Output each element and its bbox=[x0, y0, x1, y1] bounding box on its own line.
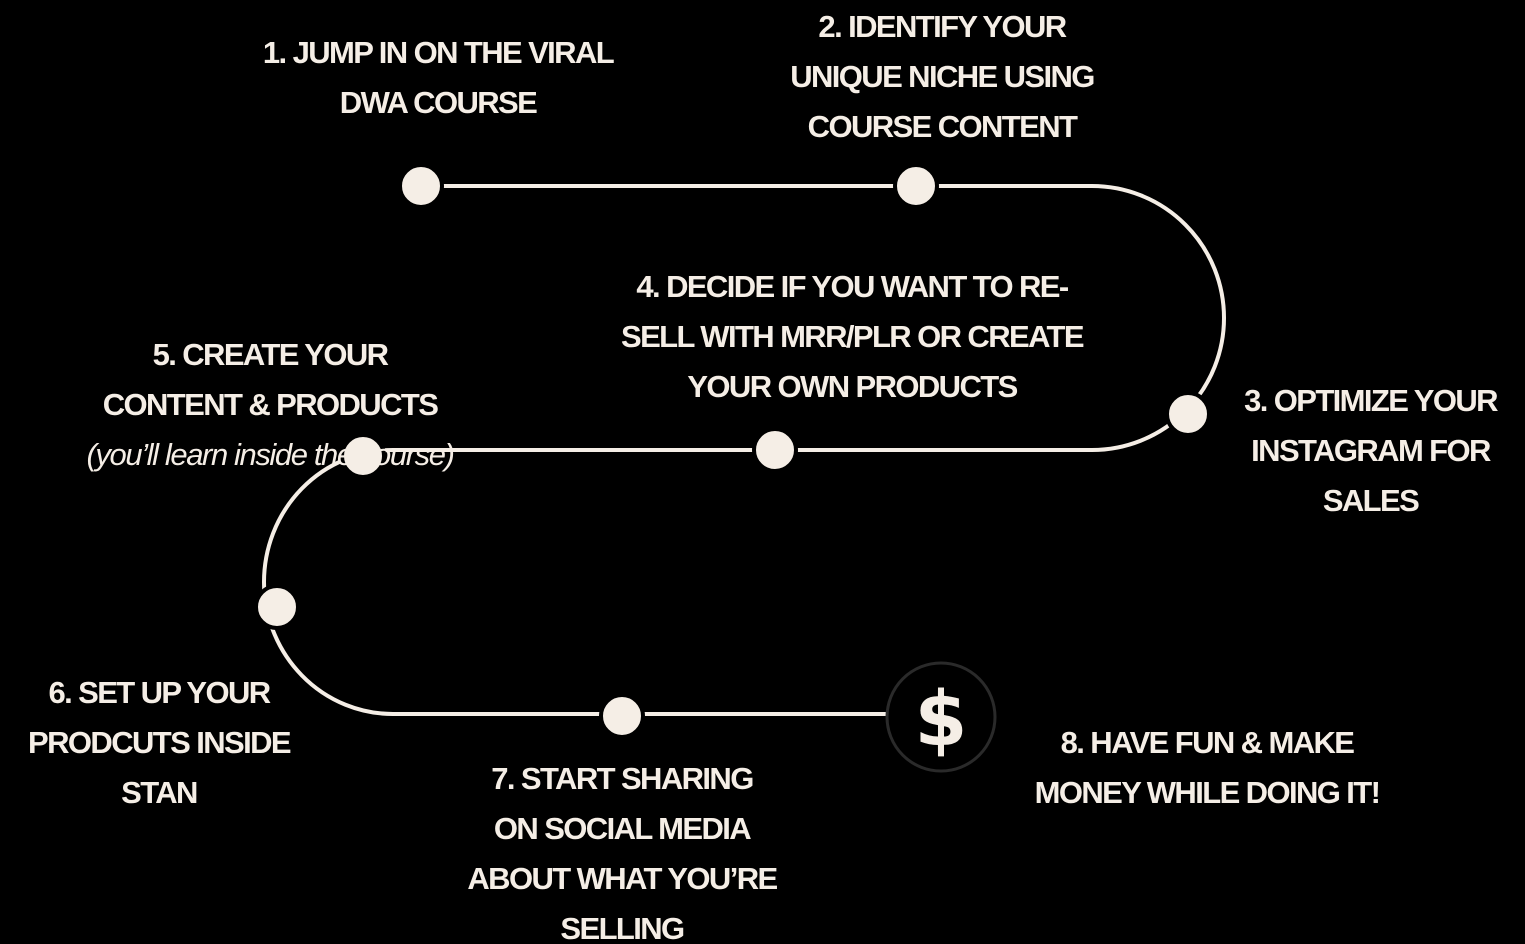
step-5-node bbox=[340, 433, 386, 479]
step-2-node bbox=[893, 163, 939, 209]
step-4-label: 4. DECIDE IF YOU WANT TO RE- SELL WITH M… bbox=[621, 269, 1085, 404]
step-6-node bbox=[254, 584, 300, 630]
roadmap-line bbox=[262, 184, 1226, 716]
step-3-node bbox=[1165, 391, 1211, 437]
step-6-label: 6. SET UP YOUR PRODCUTS INSIDE STAN bbox=[28, 675, 292, 810]
step-2-label: 2. IDENTIFY YOUR UNIQUE NICHE USING COUR… bbox=[790, 9, 1095, 144]
end-node bbox=[885, 661, 997, 773]
dollar-symbol: $ bbox=[915, 674, 968, 763]
step-1-node bbox=[398, 163, 444, 209]
step-1-label: 1. JUMP IN ON THE VIRAL DWA COURSE bbox=[262, 35, 615, 120]
step-3-label: 3. OPTIMIZE YOUR INSTAGRAM FOR SALES bbox=[1244, 383, 1498, 518]
step-5-label: 5. CREATE YOUR CONTENT & PRODUCTS bbox=[102, 337, 439, 422]
step-7-node bbox=[599, 693, 645, 739]
step-7-label: 7. START SHARING ON SOCIAL MEDIA ABOUT W… bbox=[467, 761, 778, 944]
step-4-node bbox=[752, 427, 798, 473]
step-8-label: 8. HAVE FUN & MAKE MONEY WHILE DOING IT! bbox=[1034, 725, 1381, 810]
dollar-sign-icon: $ bbox=[885, 661, 997, 773]
step-5-note: (you’ll learn inside the course) bbox=[86, 437, 454, 472]
step-5-block: 5. CREATE YOUR CONTENT & PRODUCTS (you’l… bbox=[40, 280, 500, 530]
